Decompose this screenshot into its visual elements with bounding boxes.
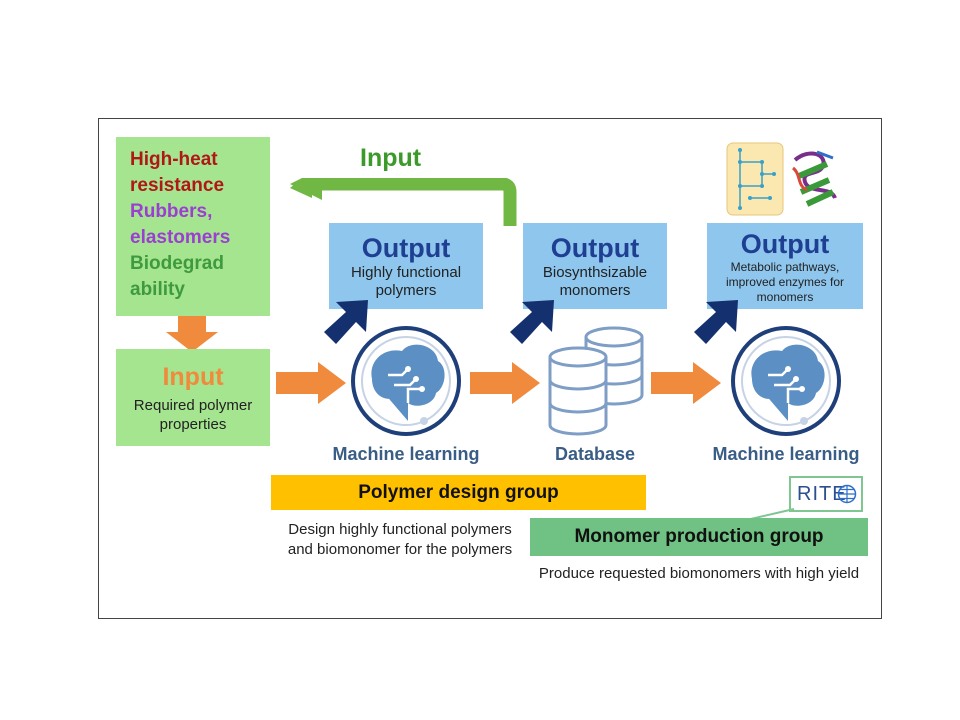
right-arrow-icon: [276, 362, 346, 404]
monomer-group-desc: Produce requested biomonomers with high …: [538, 565, 860, 582]
brain-icon: [351, 326, 461, 436]
output-box-monomers: Output Biosynthsizable monomers: [523, 223, 667, 309]
output-box-pathways: Output Metabolic pathways, improved enzy…: [707, 223, 863, 309]
feedback-input-label: Input: [360, 144, 422, 172]
polymer-design-group: Polymer design group: [271, 475, 646, 510]
output-title: Output: [740, 229, 830, 259]
input-title: Input: [162, 363, 224, 391]
up-right-arrow-icon: [510, 300, 554, 344]
protein-structure-icon: [791, 150, 837, 207]
globe-icon: [837, 484, 857, 504]
feedback-arrow-icon: [290, 178, 517, 226]
output-box-polymers: Output Highly functional polymers: [329, 223, 483, 309]
ml-label-2: Machine learning: [712, 444, 860, 464]
output-title: Output: [361, 233, 451, 263]
ml-label-1: Machine learning: [332, 444, 480, 464]
property-biodegradability: Biodegrad ability: [130, 253, 224, 300]
property-heat: High-heat resistance: [130, 149, 225, 196]
output-desc: Metabolic pathways, improved enzymes for…: [725, 260, 845, 304]
input-desc: Required polymer properties: [133, 397, 253, 433]
up-right-arrow-icon: [324, 300, 368, 344]
up-right-arrow-icon: [694, 300, 738, 344]
right-arrow-icon: [470, 362, 540, 404]
rite-logo: RITE: [789, 476, 863, 512]
input-box: Input Required polymer properties: [116, 349, 270, 446]
rite-logo-text: RITE: [797, 483, 847, 505]
monomer-production-group: Monomer production group: [530, 518, 868, 556]
output-title: Output: [550, 233, 640, 263]
output-desc: Biosynthsizable monomers: [542, 264, 648, 299]
right-arrow-icon: [651, 362, 721, 404]
property-rubber: Rubbers, elastomers: [130, 201, 231, 248]
database-label: Database: [554, 444, 636, 464]
diagram-frame: [98, 118, 882, 619]
down-arrow-icon: [166, 316, 218, 352]
properties-box: High-heat resistance Rubbers, elastomers…: [116, 137, 270, 316]
polymer-group-desc: Design highly functional polymers and bi…: [287, 521, 513, 558]
metabolic-pathway-icon: [726, 142, 784, 216]
output-desc: Highly functional polymers: [350, 264, 462, 299]
brain-icon: [731, 326, 841, 436]
database-icon: [548, 326, 644, 436]
